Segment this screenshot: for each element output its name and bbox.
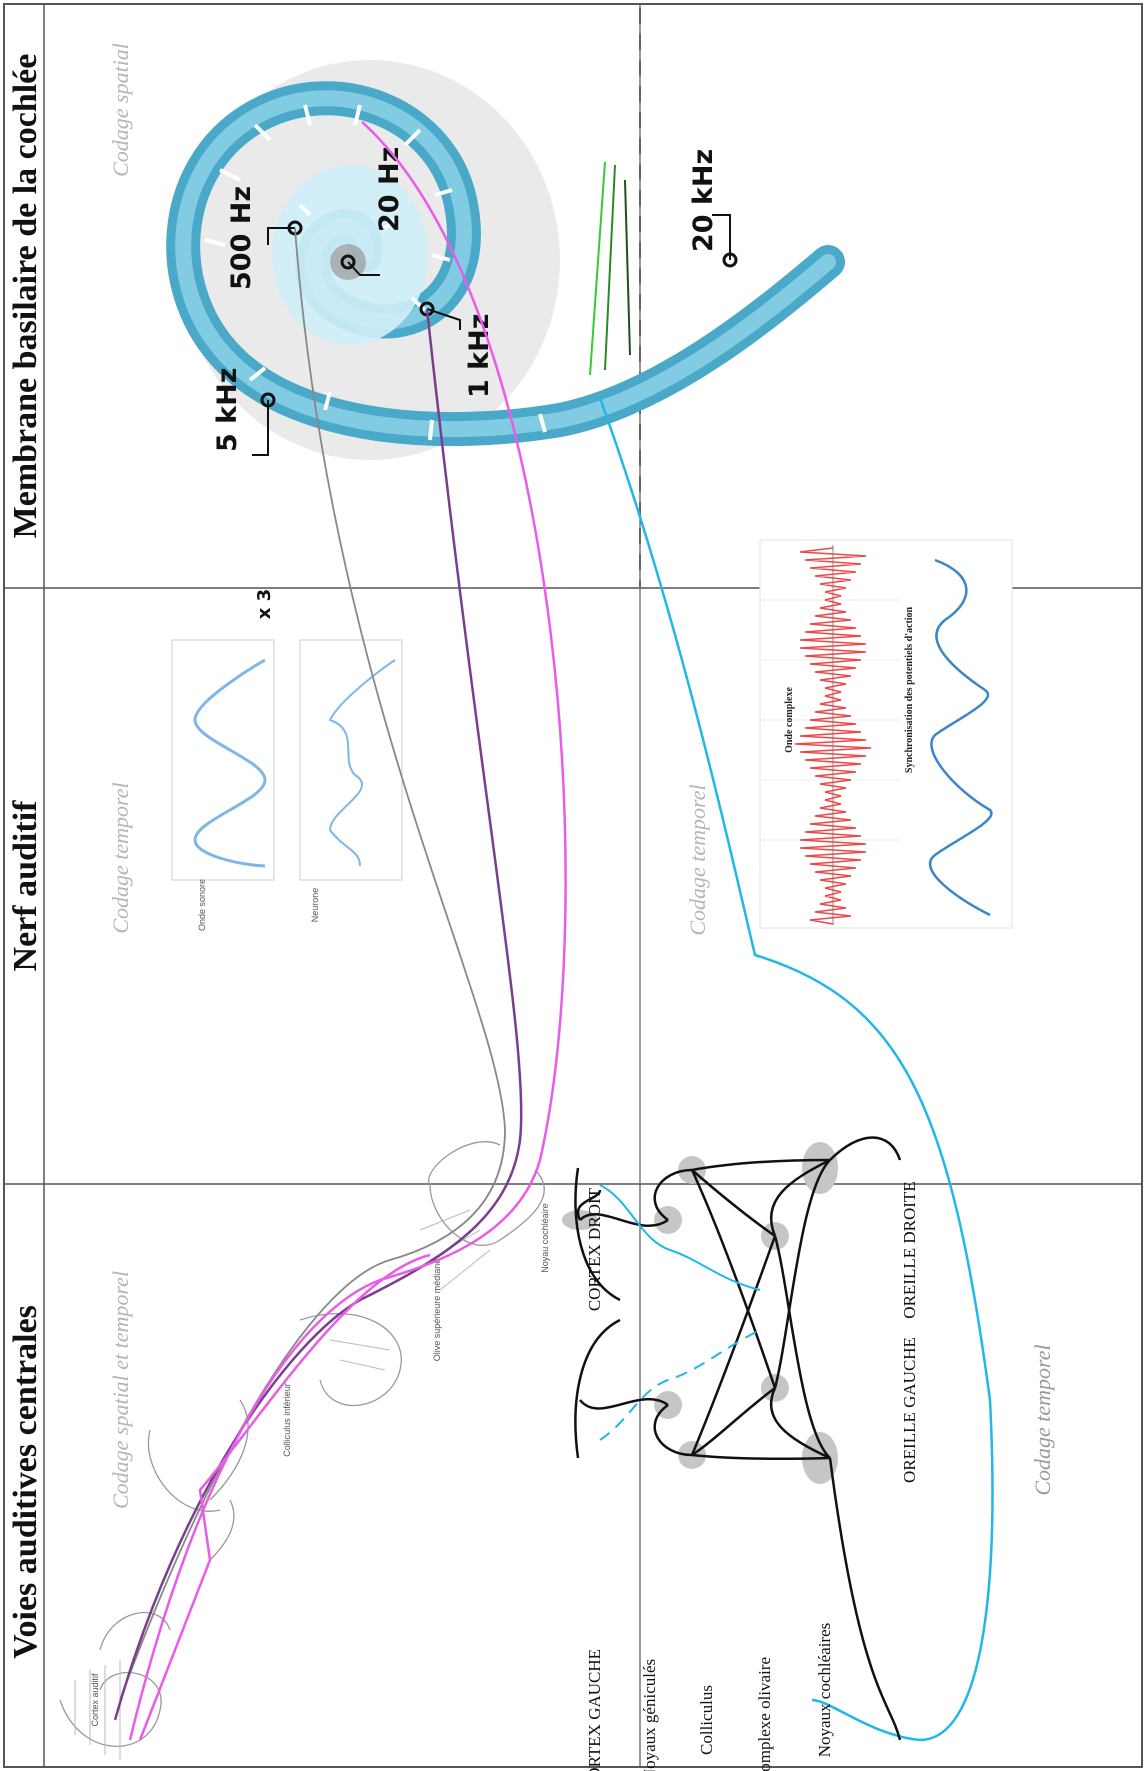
sound-wave-curve	[193, 658, 267, 868]
wave-panel: Onde complexe Synchronisation des potent…	[759, 539, 1013, 929]
olivary-label: Complexe olivaire	[755, 1657, 774, 1771]
node-cochlear-right	[802, 1142, 838, 1194]
pathway-graph	[562, 1136, 902, 1741]
multiplier-label: x 3	[254, 589, 275, 619]
inferior-colliculus-label: Colliculus inférieur	[282, 1383, 292, 1457]
middle-column-title: Nerf auditif	[7, 800, 44, 972]
cochlear-nucleus-label: Noyau cochléaire	[540, 1203, 550, 1273]
freq-5khz-label: 5 kHz	[212, 368, 243, 452]
complex-wave-curve	[794, 547, 872, 925]
freq-20khz-label: 20 kHz	[688, 149, 719, 252]
freq-1khz-label: 1 kHz	[464, 314, 495, 398]
right-column-title: Membrane basilaire de la cochlée	[7, 54, 44, 539]
superior-olive-label: Olive supérieure médiane	[432, 1259, 442, 1362]
sync-wave-curve	[928, 558, 993, 917]
fiber-magenta-branch	[138, 1253, 431, 1741]
cortex-left-label: CORTEX GAUCHE	[585, 1649, 604, 1771]
colliculus-label: Colliculus	[697, 1685, 716, 1755]
brainstem-sketch	[59, 1141, 545, 1760]
sound-wave-label: Onde sonore	[197, 879, 207, 931]
geniculate-label: Noyaux géniculés	[640, 1659, 659, 1771]
fiber-purple	[113, 308, 523, 1721]
point-20hz	[340, 254, 356, 270]
codage-temporel-nerf-label: Codage temporel	[108, 782, 133, 933]
neuron-curve	[328, 659, 396, 867]
ear-left-label: OREILLE GAUCHE	[900, 1337, 919, 1483]
nerve-graphs: Onde sonore Neurone x 3	[171, 589, 403, 931]
cortex-right-label: CORTEX DROIT	[585, 1187, 604, 1311]
neuron-label: Neurone	[310, 888, 320, 923]
left-column-title: Voies auditives centrales	[7, 1305, 44, 1659]
codage-temporel-nerf-bottom-label: Codage temporel	[685, 784, 710, 935]
complex-wave-label: Onde complexe	[784, 687, 795, 753]
cochlea: 20 Hz 500 Hz 1 kHz 5 kHz 20 kHz	[166, 60, 845, 460]
ear-right-label: OREILLE DROITE	[900, 1181, 919, 1318]
connecting-fibers	[113, 121, 994, 1742]
fiber-magenta	[128, 121, 567, 1741]
fiber-cyan	[598, 397, 994, 1742]
codage-temporel-pathway-label: Codage temporel	[1030, 1344, 1055, 1495]
cochlear-nuclei-label: Noyaux cochléaires	[815, 1623, 834, 1758]
freq-500hz-label: 500 Hz	[226, 186, 257, 290]
auditory-cortex-label: Cortex auditif	[90, 1673, 100, 1727]
codage-spatial-temporel-label: Codage spatial et temporel	[108, 1271, 133, 1509]
sync-label: Synchronisation des potentiels d'action	[904, 606, 915, 773]
freq-20hz-label: 20 Hz	[374, 147, 405, 232]
codage-spatial-label: Codage spatial	[108, 43, 133, 177]
